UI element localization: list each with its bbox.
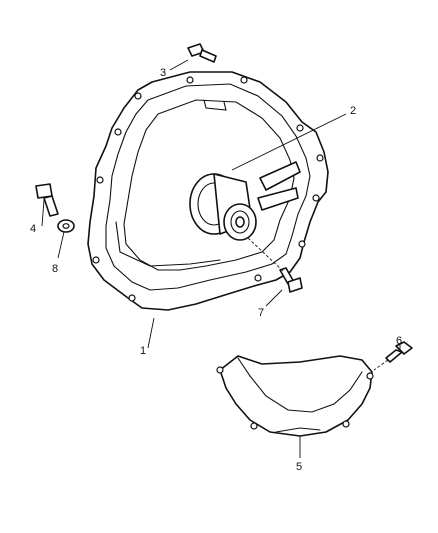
callout-5: 5 [296,461,302,473]
callout-1: 1 [140,345,146,357]
callout-3: 3 [160,67,166,79]
bolt-6 [373,341,413,371]
callout-8: 8 [52,263,58,275]
callout-7: 7 [258,307,264,319]
callout-4: 4 [30,223,36,235]
bolt-7 [247,237,303,293]
bolt-4 [35,183,59,217]
callout-labels: 3 2 4 8 1 7 5 6 [30,67,402,473]
callout-2: 2 [350,105,356,117]
slave-cylinder [189,161,301,241]
leader-lines [41,59,401,458]
bolt-3 [187,43,217,63]
inspection-cover [216,355,374,437]
callout-6: 6 [396,335,402,347]
washer-8 [57,219,75,233]
